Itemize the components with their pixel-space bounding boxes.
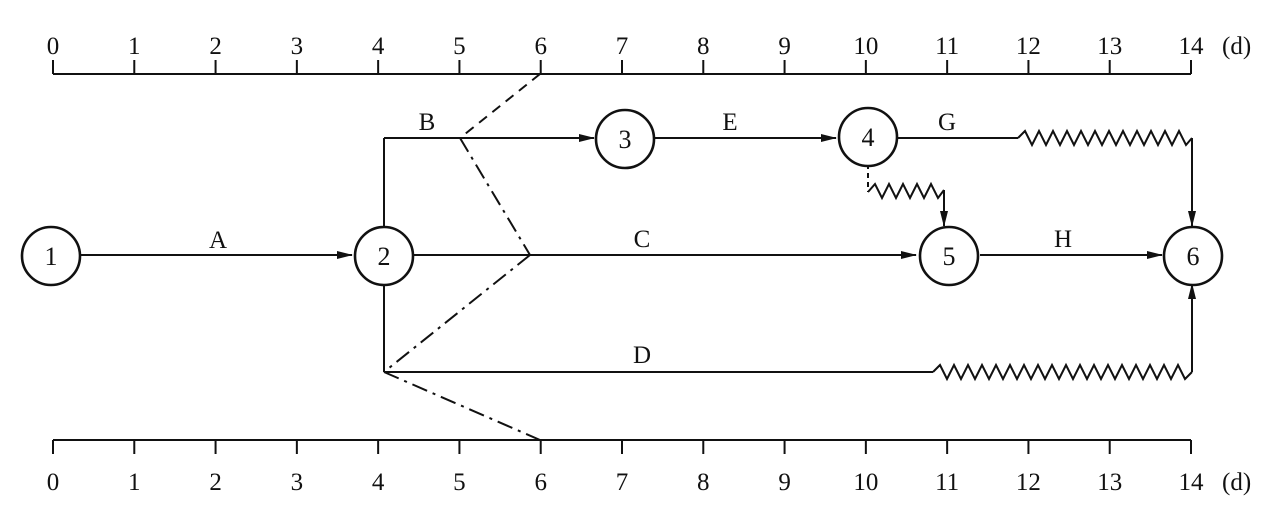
top-scale-tick-label-2: 2 [209,33,222,60]
node-2-label: 2 [378,242,391,271]
bottom-scale-tick-label-0: 0 [47,469,60,496]
bottom-scale-tick-label-8: 8 [697,469,710,496]
bottom-scale-tick-label-14: 14 [1179,469,1205,496]
bottom-scale-tick-label-4: 4 [372,469,385,496]
node-3-circle [594,108,656,170]
bottom-scale-tick-label-1: 1 [128,469,141,496]
bottom-scale-unit-label: (d) [1222,469,1251,496]
node-1-circle [20,225,82,287]
top-scale-tick-label-12: 12 [1016,33,1041,60]
top-scale-tick-label-11: 11 [935,33,959,60]
top-scale-tick-label-0: 0 [47,33,60,60]
bottom-scale-tick-label-13: 13 [1097,469,1122,496]
top-scale-tick-label-13: 13 [1097,33,1122,60]
bottom-scale-tick-label-11: 11 [935,469,959,496]
progress-check-line [383,73,541,441]
bottom-scale-tick-label-7: 7 [616,469,629,496]
check-line-c-to-d-segment [383,254,531,373]
node-6-circle [1162,225,1224,287]
top-scale-tick-label-14: 14 [1179,33,1205,60]
node-5: 5 [918,225,980,287]
bottom-scale-tick-label-2: 2 [209,469,222,496]
node-4-label: 4 [862,123,875,152]
bottom-scale-tick-label-5: 5 [453,469,466,496]
bottom-scale-tick-label-3: 3 [291,469,304,496]
node-1-label: 1 [45,242,58,271]
node-2: 2 [353,225,415,287]
top-scale-tick-label-1: 1 [128,33,141,60]
activity-g-label: G [938,109,956,136]
bottom-scale-tick-label-9: 9 [778,469,791,496]
node-6-label: 6 [1187,242,1200,271]
top-scale-tick-label-7: 7 [616,33,629,60]
top-scale-tick-label-4: 4 [372,33,385,60]
node-3-label: 3 [619,125,632,154]
activity-labels: A B C D E G H [209,109,1072,369]
node-5-circle [918,225,980,287]
activity-b-label: B [419,109,436,136]
top-scale-tick-label-3: 3 [291,33,304,60]
check-line-bottom-segment [383,371,541,441]
activity-a-label: A [209,227,227,254]
activity-c-label: C [634,226,651,253]
bottom-scale-tick-label-12: 12 [1016,469,1041,496]
top-scale-tick-label-10: 10 [853,33,878,60]
top-scale-unit-label: (d) [1222,33,1251,60]
bottom-scale-tick-label-10: 10 [853,469,878,496]
top-scale-tick-label-8: 8 [697,33,710,60]
node-1: 1 [20,225,82,287]
bottom-scale-tick-label-6: 6 [534,469,547,496]
activity-lines [80,128,1196,382]
activity-g-free-float-wave [1017,128,1193,148]
dummy-activity-4-5-wave [867,181,945,201]
check-line-b-to-c-segment [459,137,531,256]
node-5-label: 5 [943,242,956,271]
check-line-top-segment [459,73,541,139]
node-4-circle [837,106,899,168]
top-scale-tick-label-9: 9 [778,33,791,60]
node-2-circle [353,225,415,287]
node-3: 3 [594,108,656,170]
activity-h-label: H [1054,226,1072,253]
top-scale-tick-label-6: 6 [534,33,547,60]
node-4: 4 [837,106,899,168]
activity-d-label: D [633,342,651,369]
activity-e-label: E [722,109,737,136]
activity-d-free-float-wave [932,362,1193,382]
event-nodes: 1 2 3 4 5 6 [20,106,1224,287]
top-scale-tick-label-5: 5 [453,33,466,60]
node-6: 6 [1162,225,1224,287]
